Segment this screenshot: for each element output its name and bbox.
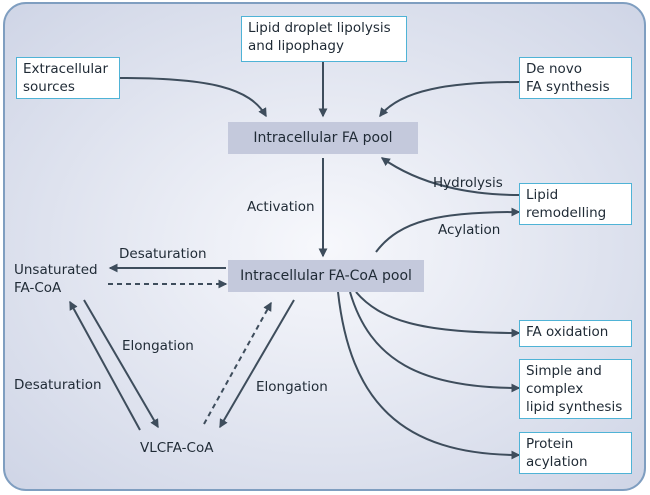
desaturation-top-label: Desaturation bbox=[119, 246, 207, 262]
acylation-label: Acylation bbox=[438, 222, 501, 238]
hydrolysis-label: Hydrolysis bbox=[433, 175, 503, 191]
vlcfa-coa-label: VLCFA-CoA bbox=[140, 440, 214, 456]
activation-label: Activation bbox=[247, 199, 315, 215]
intracellular-fa-pool: Intracellular FA pool bbox=[228, 122, 418, 154]
arrow-extracellular-to-fa-pool bbox=[119, 77, 267, 118]
lipid-synthesis-line-2: complex bbox=[526, 381, 584, 397]
fa-oxidation-label: FA oxidation bbox=[526, 324, 609, 340]
lipid-droplet-line-1: Lipid droplet lipolysis bbox=[248, 20, 391, 36]
unsaturated-line-2: FA-CoA bbox=[14, 280, 62, 296]
fa-oxidation-box: FA oxidation bbox=[519, 320, 632, 347]
unsaturated-line-1: Unsaturated bbox=[14, 262, 98, 278]
extracellular-sources-line-1: Extracellular bbox=[23, 61, 108, 77]
protein-acylation-line-2: acylation bbox=[526, 454, 588, 470]
extracellular-sources-line-2: sources bbox=[23, 79, 75, 95]
de-novo-box: De novo FA synthesis bbox=[519, 57, 632, 99]
arrow-to-fa-oxidation bbox=[355, 291, 521, 338]
lipid-synthesis-line-3: lipid synthesis bbox=[526, 399, 623, 415]
arrow-to-lipid-synthesis bbox=[349, 291, 521, 393]
protein-acylation-line-1: Protein bbox=[526, 436, 574, 452]
intracellular-fa-coa-pool: Intracellular FA-CoA pool bbox=[228, 260, 424, 292]
arrow-desaturation-left bbox=[69, 300, 141, 431]
de-novo-line-2: FA synthesis bbox=[526, 79, 610, 95]
lipid-remodelling-line-1: Lipid bbox=[526, 187, 559, 203]
elongation-right-label: Elongation bbox=[256, 379, 328, 395]
extracellular-sources-box: Extracellular sources bbox=[16, 57, 120, 99]
lipid-synthesis-box: Simple and complex lipid synthesis bbox=[519, 359, 632, 419]
lipid-remodelling-line-2: remodelling bbox=[526, 205, 607, 221]
arrow-de-novo-to-fa-pool bbox=[379, 81, 520, 118]
arrow-hydrolysis bbox=[380, 157, 520, 196]
unsaturated-fa-coa-label: Unsaturated FA-CoA bbox=[14, 261, 98, 297]
arrow-elongation-right bbox=[219, 299, 295, 429]
diagram-frame bbox=[3, 2, 646, 491]
elongation-left-label: Elongation bbox=[122, 338, 194, 354]
arrow-acylation bbox=[375, 207, 521, 253]
arrow-to-protein-acylation bbox=[337, 291, 521, 460]
de-novo-line-1: De novo bbox=[526, 61, 583, 77]
lipid-synthesis-line-1: Simple and bbox=[526, 363, 602, 379]
desaturation-left-label: Desaturation bbox=[14, 377, 102, 393]
protein-acylation-box: Protein acylation bbox=[519, 432, 632, 474]
lipid-remodelling-box: Lipid remodelling bbox=[519, 183, 632, 225]
lipid-droplet-box: Lipid droplet lipolysis and lipophagy bbox=[241, 16, 407, 62]
lipid-droplet-line-2: and lipophagy bbox=[248, 38, 344, 54]
arrow-elongation-left bbox=[83, 299, 159, 429]
